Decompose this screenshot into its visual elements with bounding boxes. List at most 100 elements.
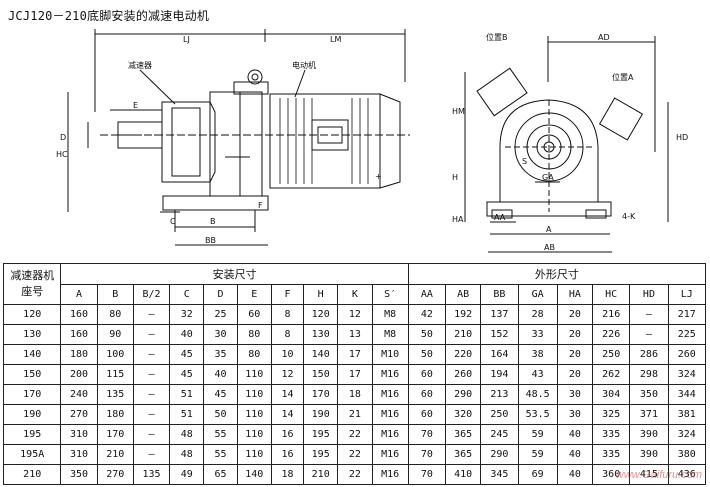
table-cell: 48.5 [517, 384, 558, 405]
table-cell: 250 [592, 344, 631, 365]
table-cell: 48 [169, 424, 205, 445]
dim-ad: AD [598, 33, 610, 42]
table-cell: 22 [337, 464, 373, 485]
column-header: S′ [371, 284, 409, 305]
table-cell: 216 [592, 304, 631, 325]
table-cell: 380 [667, 444, 707, 465]
table-cell: 12 [270, 364, 305, 385]
page-title: JCJ120－210底脚安装的减速电动机 [8, 9, 210, 23]
table-cell: 365 [445, 424, 482, 445]
header-frame-number: 减速器机 座号 [2, 263, 62, 305]
table-cell: — [132, 404, 171, 425]
table-cell: 135 [96, 384, 134, 405]
column-header: C [169, 284, 205, 305]
table-cell: 170 [303, 384, 339, 405]
column-header: BB [480, 284, 519, 305]
column-header: D [203, 284, 238, 305]
table-cell: 225 [667, 324, 707, 345]
table-cell: 210 [445, 324, 482, 345]
table-cell: 335 [592, 424, 631, 445]
table-cell: 48 [169, 444, 205, 465]
column-header: HA [556, 284, 594, 305]
table-cell: M10 [371, 344, 409, 365]
dim-lm: LM [330, 35, 341, 44]
table-cell: 25 [203, 304, 238, 325]
table-cell: 250 [480, 404, 519, 425]
dim-s: S [522, 157, 527, 166]
table-cell: 40 [556, 464, 594, 485]
table-cell: 260 [667, 344, 707, 365]
column-header: HD [629, 284, 669, 305]
plus-sign: + [375, 172, 382, 181]
table-cell: 30 [556, 384, 594, 405]
table-cell: 344 [667, 384, 707, 405]
table-cell: 80 [236, 324, 272, 345]
table-cell: 40 [556, 424, 594, 445]
table-cell: 325 [592, 404, 631, 425]
table-cell: 30 [203, 324, 238, 345]
table-cell: 40 [169, 324, 205, 345]
column-header: AB [445, 284, 482, 305]
table-cell: M16 [371, 424, 409, 445]
table-cell: M16 [371, 364, 409, 385]
table-cell: 320 [445, 404, 482, 425]
table-cell: M16 [371, 404, 409, 425]
table-cell: 210 [96, 444, 134, 465]
table-cell: 55 [203, 424, 238, 445]
dim-a: A [546, 225, 552, 234]
table-cell: 180 [96, 404, 134, 425]
table-cell: 59 [517, 444, 558, 465]
frame-number-cell: 195 [2, 424, 62, 445]
table-cell: 51 [169, 384, 205, 405]
dim-d: D [60, 133, 66, 142]
table-cell: 28 [517, 304, 558, 325]
table-cell: 20 [556, 344, 594, 365]
table-cell: 13 [337, 324, 373, 345]
column-header: AA [407, 284, 447, 305]
table-cell: 90 [96, 324, 134, 345]
table-cell: 40 [203, 364, 238, 385]
frame-number-cell: 150 [2, 364, 62, 385]
dim-lj: LJ [183, 35, 190, 44]
frame-number-cell: 120 [2, 304, 62, 325]
dim-hc: HC [56, 150, 68, 159]
table-cell: 50 [407, 344, 447, 365]
table-cell: 33 [517, 324, 558, 345]
table-cell: 192 [445, 304, 482, 325]
table-cell: 115 [96, 364, 134, 385]
table-cell: 270 [96, 464, 134, 485]
table-cell: 110 [236, 404, 272, 425]
table-cell: 51 [169, 404, 205, 425]
table-cell: — [132, 384, 171, 405]
table-cell: 310 [60, 444, 98, 465]
table-cell: 304 [592, 384, 631, 405]
table-cell: M16 [371, 444, 409, 465]
table-cell: 17 [337, 344, 373, 365]
table-cell: 110 [236, 364, 272, 385]
table-cell: 200 [60, 364, 98, 385]
table-cell: 290 [480, 444, 519, 465]
table-cell: 12 [337, 304, 373, 325]
table-cell: — [132, 344, 171, 365]
column-header: F [270, 284, 305, 305]
dim-ga: GA [542, 173, 554, 182]
table-cell: 70 [407, 464, 447, 485]
watermark: www.Gaifuru.com [615, 469, 702, 481]
table-cell: 150 [303, 364, 339, 385]
table-cell: 59 [517, 424, 558, 445]
table-cell: 8 [270, 304, 305, 325]
table-cell: 371 [629, 404, 669, 425]
table-cell: 100 [96, 344, 134, 365]
table-cell: M8 [371, 324, 409, 345]
table-cell: 360 [592, 464, 631, 485]
table-cell: 135 [132, 464, 171, 485]
table-cell: 160 [60, 304, 98, 325]
table-cell: 194 [480, 364, 519, 385]
